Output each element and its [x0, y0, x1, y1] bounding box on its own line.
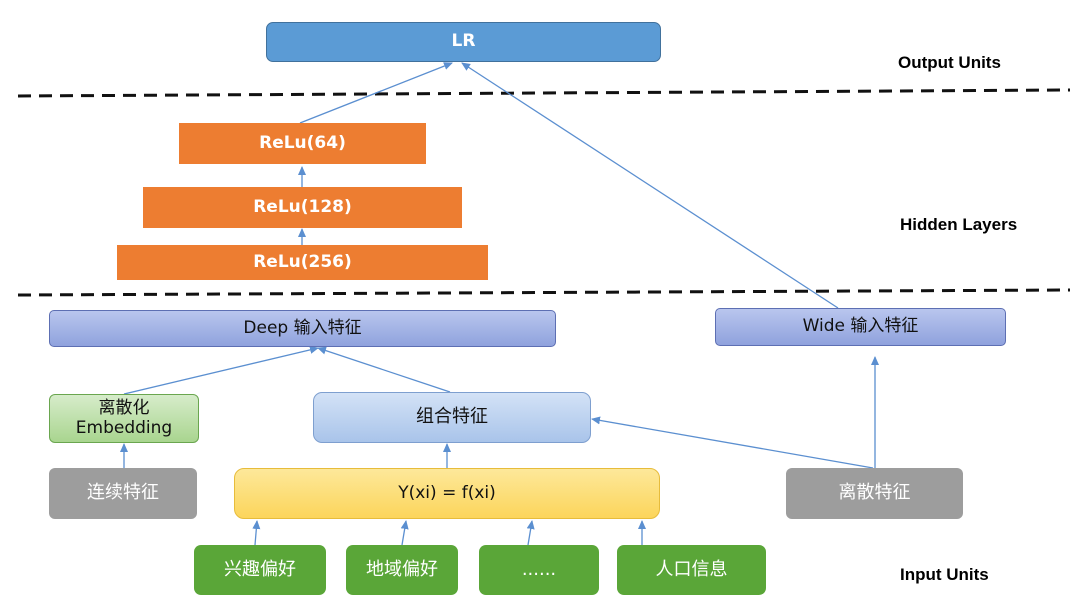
input-units-label: Input Units: [900, 565, 989, 584]
deep-input-node: Deep 输入特征: [49, 310, 556, 347]
demographics-node: 人口信息: [617, 545, 766, 595]
combined-features-node: 组合特征: [313, 392, 591, 443]
ellipsis-node: ......: [479, 545, 599, 595]
arrow-combo-to-deep: [317, 346, 451, 393]
arrow-embedding-to-deep: [123, 345, 319, 395]
hidden-input-divider: [17, 288, 1071, 297]
embedding-line1: 离散化: [98, 397, 150, 418]
embedding-line2: Embedding: [75, 417, 173, 438]
relu-64-node: ReLu(64): [179, 123, 426, 164]
wide-input-node: Wide 输入特征: [715, 308, 1006, 346]
arrow-region-to-function: [400, 520, 409, 546]
arrow-relu64-to-lr: [299, 62, 453, 124]
discrete-features-node: 离散特征: [786, 468, 963, 519]
output-hidden-divider: [17, 88, 1071, 98]
arrow-ellipsis-to-function: [526, 520, 535, 546]
continuous-features-node: 连续特征: [49, 468, 197, 519]
relu-256-node: ReLu(256): [117, 245, 488, 280]
arrow-discrete-to-combo: [591, 416, 874, 469]
embedding-node: 离散化 Embedding: [49, 394, 199, 443]
region-preference-node: 地域偏好: [346, 545, 458, 595]
arrow-interest-to-function: [252, 520, 261, 546]
hidden-layers-label: Hidden Layers: [900, 215, 1018, 234]
lr-node: LR: [266, 22, 661, 62]
relu-128-node: ReLu(128): [143, 187, 462, 228]
output-units-label: Output Units: [898, 53, 1001, 72]
arrow-wide-to-lr: [461, 62, 839, 309]
function-node: Y(xi) = f(xi): [234, 468, 660, 519]
interest-preference-node: 兴趣偏好: [194, 545, 326, 595]
